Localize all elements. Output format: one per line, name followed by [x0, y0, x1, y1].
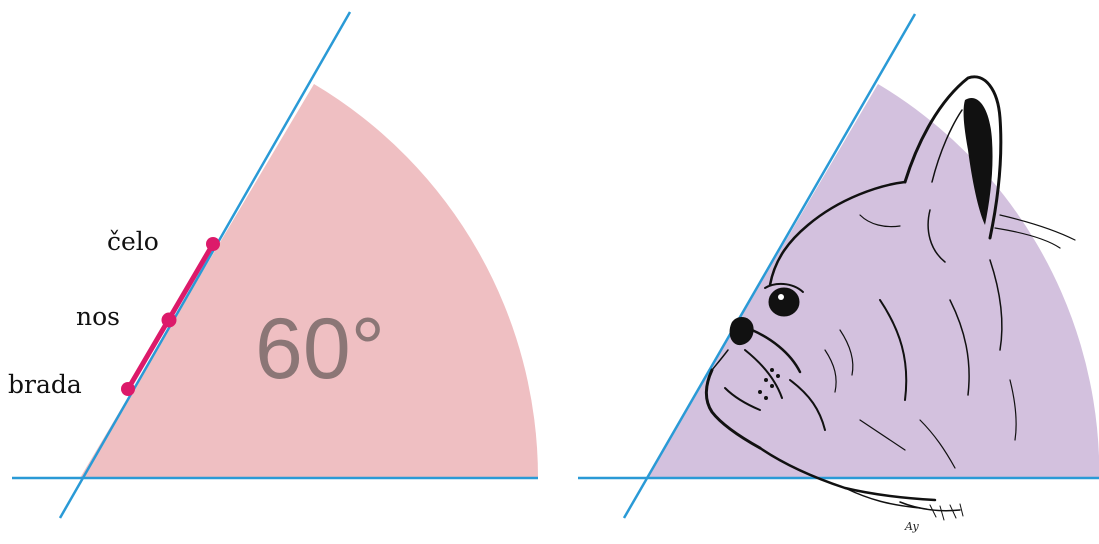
point-nos [162, 313, 177, 328]
label-brada: brada [8, 370, 82, 399]
left-panel: čelo nos brada 60° [8, 12, 538, 518]
artist-signature: Ay [904, 520, 919, 533]
right-angle-sector [646, 84, 1099, 478]
right-panel: Ay [578, 14, 1099, 533]
angle-label: 60° [255, 301, 385, 397]
label-celo: čelo [107, 227, 159, 256]
point-brada [121, 382, 135, 396]
left-angle-sector [80, 84, 538, 478]
point-celo [206, 237, 220, 251]
label-nos: nos [76, 302, 120, 331]
